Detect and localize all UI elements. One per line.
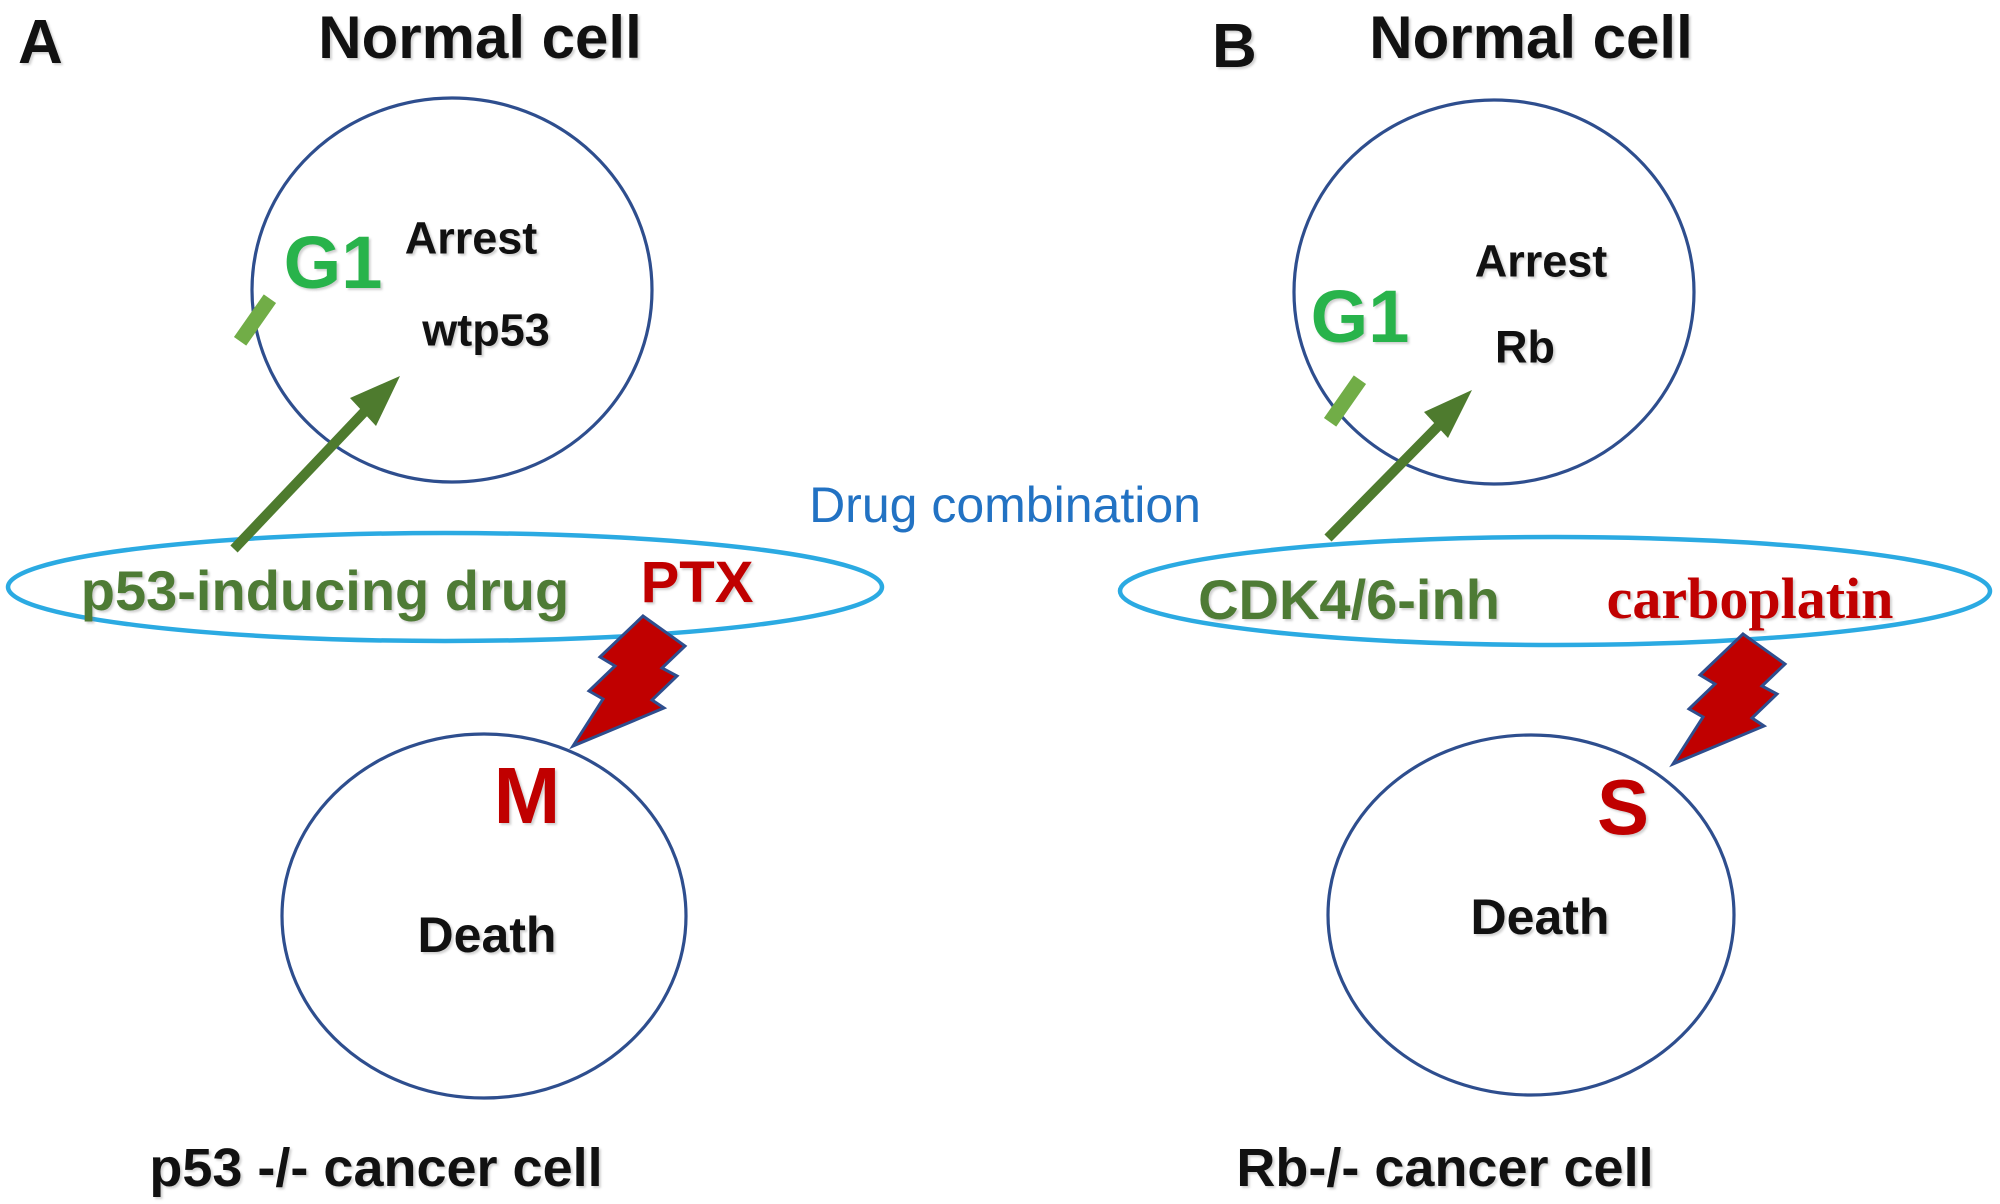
- panel-b-caption: Rb-/- cancer cell: [1236, 1138, 1654, 1198]
- induction-arrow-shaft-b: [1324, 408, 1456, 542]
- arrest-label-b: Arrest: [1474, 235, 1608, 287]
- induction-arrow-head-icon-a: [350, 376, 400, 426]
- induction-arrow-shaft-a: [230, 406, 370, 553]
- panel-b-title: Normal cell: [1369, 4, 1693, 71]
- normal-cell-circle-b: [1292, 98, 1696, 486]
- cancer-cell-circle-b: [1326, 733, 1736, 1097]
- g1-block-tick-icon-a: [233, 294, 277, 346]
- drug-combination-label: Drug combination: [809, 477, 1201, 533]
- panel-b-label: B: [1212, 12, 1257, 81]
- drug-combination-ellipse-a: [5, 530, 885, 644]
- drug-combination-ellipse-b: [1117, 534, 1993, 648]
- g1-phase-label-a: G1: [283, 221, 383, 304]
- rb-label-b: Rb: [1495, 321, 1555, 373]
- lightning-bolt-icon-a: [569, 614, 688, 750]
- g1-phase-label-b: G1: [1310, 275, 1410, 358]
- arrest-label-a: Arrest: [404, 212, 538, 264]
- s-phase-label-b: S: [1596, 763, 1650, 851]
- inducer-drug-label-a: p53-inducing drug: [80, 559, 570, 622]
- g1-block-tick-icon-b: [1323, 375, 1367, 427]
- chemo-drug-label-b: carboplatin: [1606, 566, 1894, 631]
- inducer-drug-label-b: CDK4/6-inh: [1198, 568, 1500, 631]
- cancer-cell-circle-a: [280, 732, 688, 1100]
- m-phase-label-a: M: [493, 751, 561, 840]
- death-label-a: Death: [417, 907, 557, 963]
- wtp53-label-a: wtp53: [422, 304, 550, 356]
- normal-cell-circle-a: [250, 96, 654, 484]
- death-label-b: Death: [1470, 889, 1610, 945]
- lightning-bolt-icon-b: [1669, 632, 1788, 768]
- chemo-drug-label-a: PTX: [640, 550, 754, 615]
- panel-a-caption: p53 -/- cancer cell: [149, 1138, 603, 1198]
- induction-arrow-head-icon-b: [1424, 390, 1472, 438]
- panel-a-title: Normal cell: [318, 4, 642, 71]
- panel-a-label: A: [18, 8, 63, 77]
